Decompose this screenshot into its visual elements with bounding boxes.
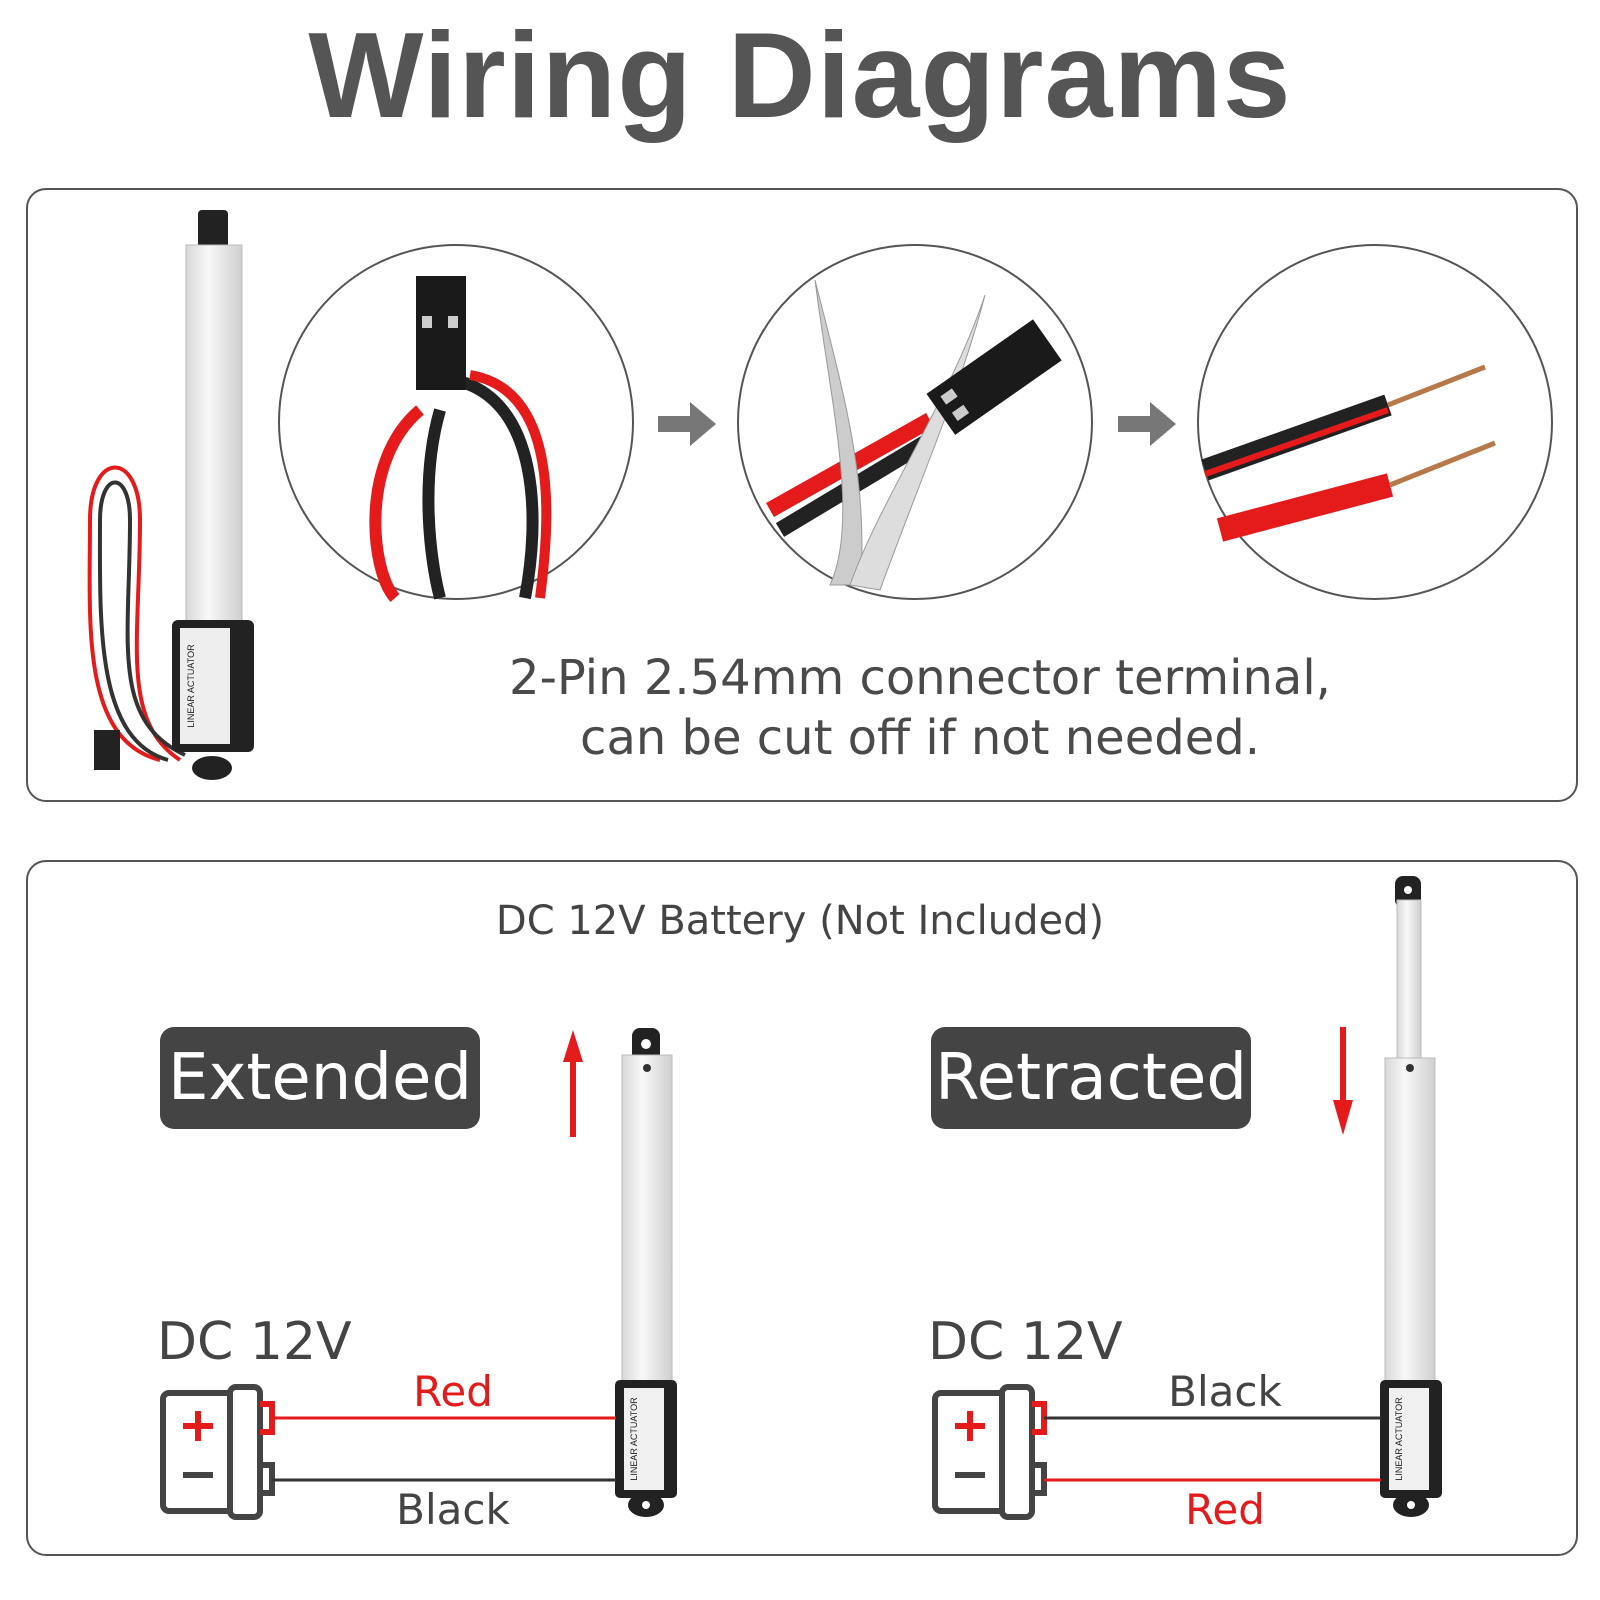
arrow-icon	[1118, 402, 1176, 446]
wiring-panel	[26, 860, 1578, 1556]
extend-arrow-icon	[563, 1030, 583, 1137]
retracted-badge: Retracted	[931, 1027, 1251, 1129]
page-title: Wiring Diagrams	[308, 7, 1292, 143]
connector-closeup	[278, 244, 634, 602]
actuator-image	[87, 210, 254, 780]
actuator-retracted	[1380, 876, 1442, 1517]
extended-badge: Extended	[160, 1027, 480, 1129]
actuator-label-text: LINEAR ACTUATOR	[629, 1397, 639, 1481]
actuator-extended	[615, 1028, 677, 1517]
actuator-label-text: LINEAR ACTUATOR	[186, 644, 196, 728]
bottom-wire-label: Black	[396, 1485, 510, 1534]
caption-line-1: 2-Pin 2.54mm connector terminal,	[509, 650, 1331, 706]
cutting-closeup	[737, 244, 1093, 600]
battery-extended	[160, 1384, 275, 1520]
battery-retracted	[932, 1384, 1047, 1520]
retract-arrow-icon	[1333, 1027, 1353, 1135]
voltage-label: DC 12V	[157, 1312, 352, 1372]
top-wire-label: Red	[413, 1367, 493, 1416]
top-wire-label: Black	[1168, 1367, 1282, 1416]
caption-line-2: can be cut off if not needed.	[580, 710, 1260, 766]
stripped-wires-closeup	[1197, 244, 1553, 600]
battery-note: DC 12V Battery (Not Included)	[495, 898, 1105, 944]
arrow-icon	[658, 402, 716, 446]
actuator-label-text: LINEAR ACTUATOR	[1394, 1397, 1404, 1481]
bottom-wire-label: Red	[1185, 1485, 1265, 1534]
voltage-label: DC 12V	[928, 1312, 1123, 1372]
